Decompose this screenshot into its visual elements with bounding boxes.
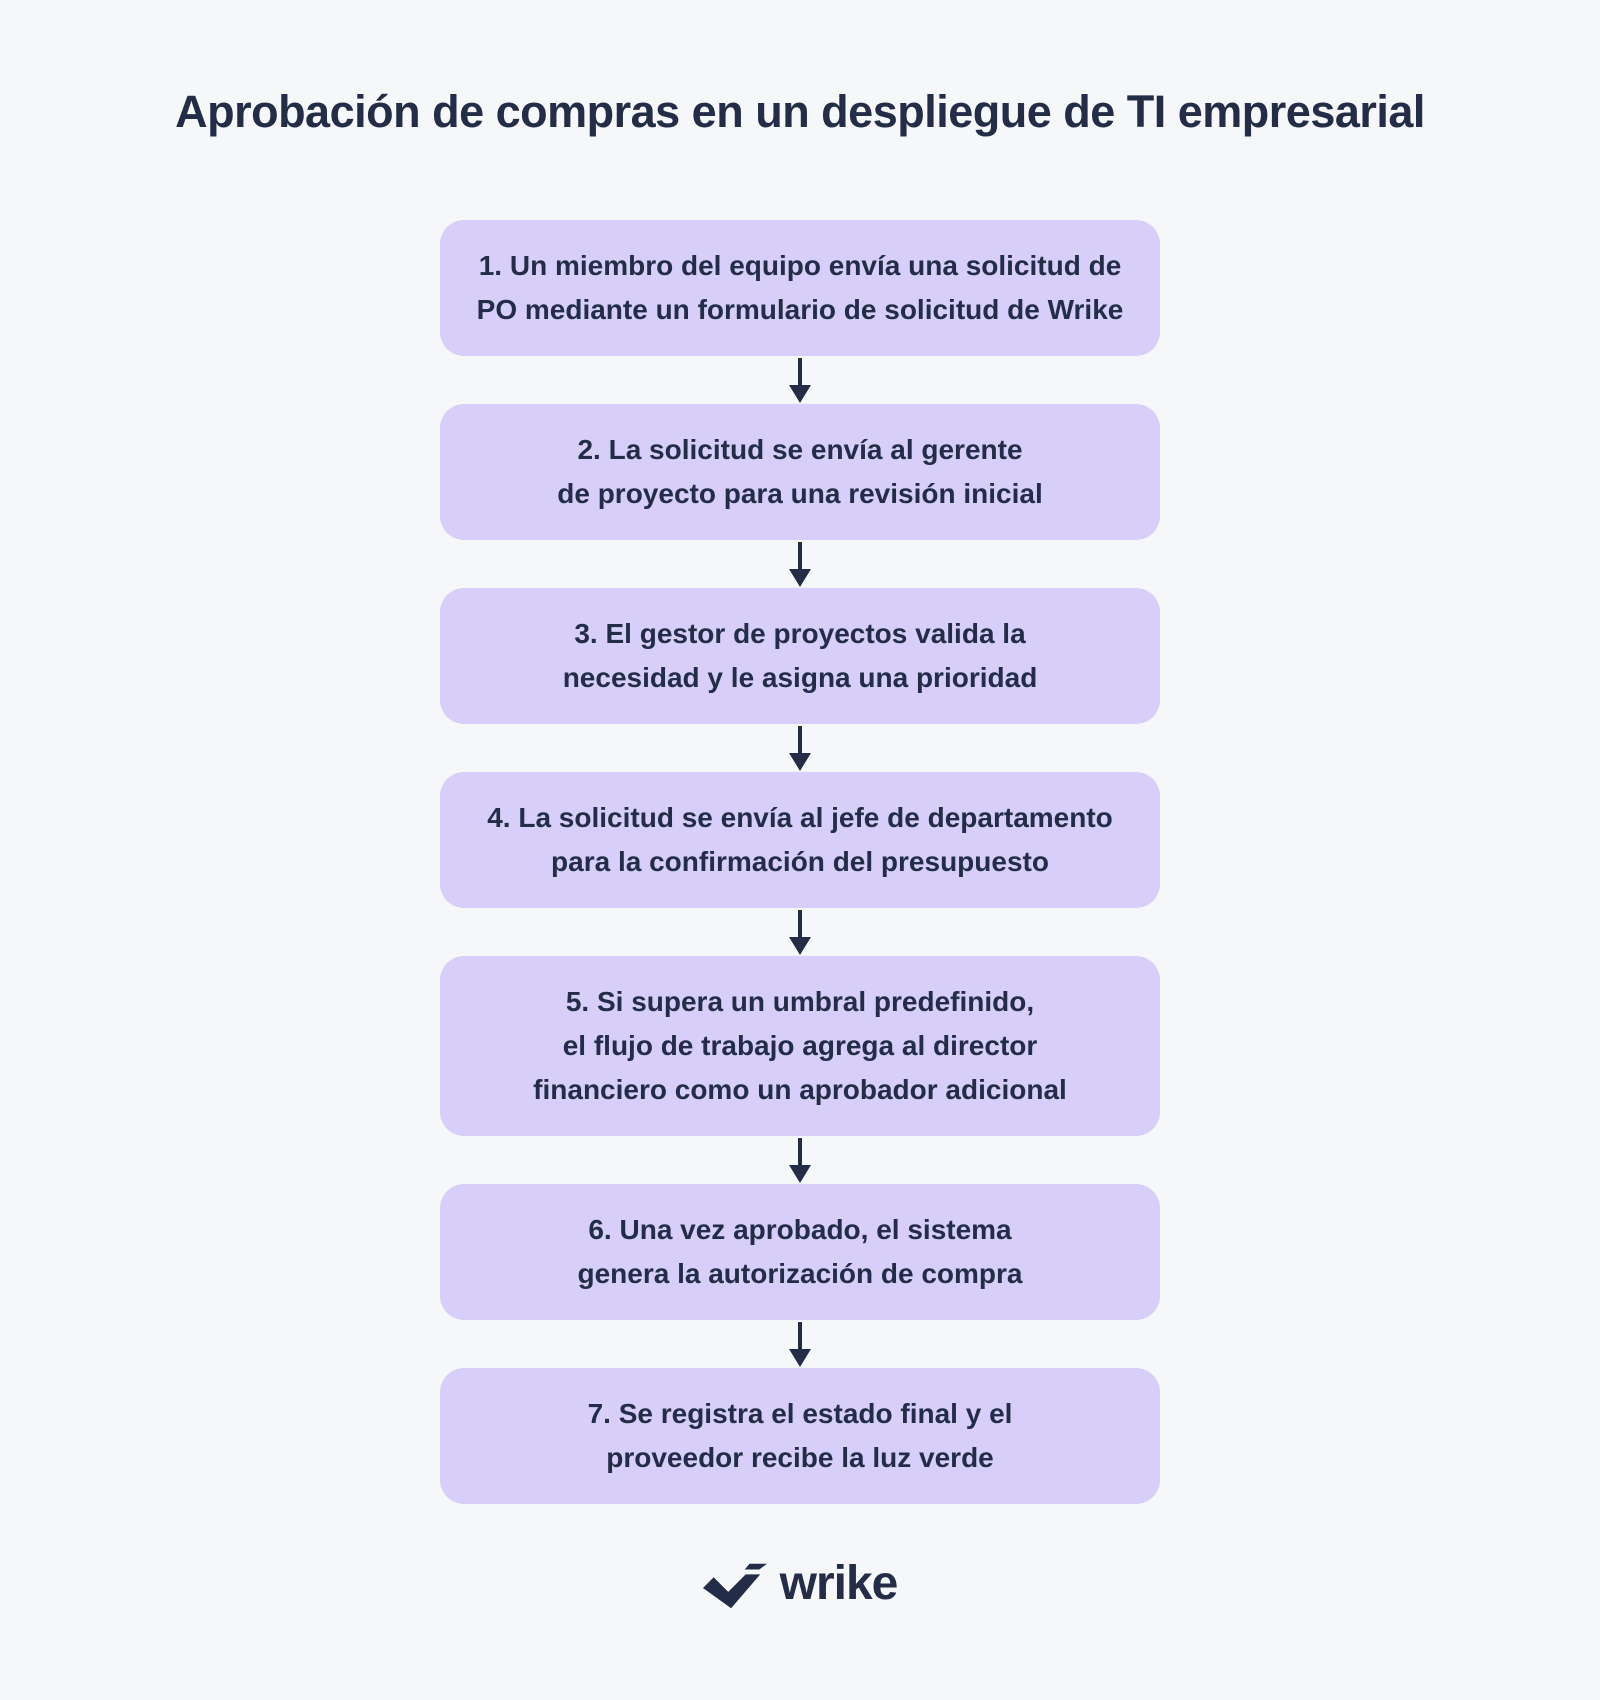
- arrow-head: [789, 1164, 811, 1183]
- arrow-down-icon: [440, 1136, 1160, 1184]
- arrow-head: [789, 936, 811, 955]
- step-1-line-1: 1. Un miembro del equipo envía una solic…: [478, 250, 1122, 281]
- flow-step-4: 4. La solicitud se envía al jefe de depa…: [440, 772, 1160, 908]
- step-7-line-2: proveedor recibe la luz verde: [606, 1442, 994, 1473]
- step-1-line-2: PO mediante un formulario de solicitud d…: [476, 294, 1124, 325]
- flow-step-2: 2. La solicitud se envía al gerente de p…: [440, 404, 1160, 540]
- arrow-down-icon: [440, 724, 1160, 772]
- step-5-line-2: el flujo de trabajo agrega al director: [562, 1030, 1038, 1061]
- step-6-line-1: 6. Una vez aprobado, el sistema: [588, 1214, 1012, 1245]
- arrow-shaft: [798, 1321, 802, 1349]
- arrow-down-icon: [440, 540, 1160, 588]
- step-6-line-2: genera la autorización de compra: [577, 1258, 1023, 1289]
- arrow-head: [789, 1348, 811, 1367]
- arrow-head: [789, 384, 811, 403]
- flow-step-1: 1. Un miembro del equipo envía una solic…: [440, 220, 1160, 356]
- step-2-line-1: 2. La solicitud se envía al gerente: [577, 434, 1023, 465]
- step-5-line-1: 5. Si supera un umbral predefinido,: [565, 986, 1035, 1017]
- arrow-head: [789, 568, 811, 587]
- step-5-line-3: financiero como un aprobador adicional: [533, 1074, 1067, 1105]
- arrow-down-icon: [440, 908, 1160, 956]
- arrow-shaft: [798, 725, 802, 753]
- wrike-logo: wrike: [0, 1557, 1600, 1610]
- arrow-shaft: [798, 1137, 802, 1165]
- flow-step-3: 3. El gestor de proyectos valida la nece…: [440, 588, 1160, 724]
- flow-step-7: 7. Se registra el estado final y el prov…: [440, 1368, 1160, 1504]
- step-2-line-2: de proyecto para una revisión inicial: [557, 478, 1043, 509]
- step-4-line-1: 4. La solicitud se envía al jefe de depa…: [487, 802, 1113, 833]
- arrow-head: [789, 752, 811, 771]
- step-4-line-2: para la confirmación del presupuesto: [551, 846, 1049, 877]
- arrow-down-icon: [440, 356, 1160, 404]
- arrow-shaft: [798, 909, 802, 937]
- arrow-shaft: [798, 357, 802, 385]
- wrike-logo-text: wrike: [779, 1557, 899, 1610]
- step-3-line-1: 3. El gestor de proyectos valida la: [574, 618, 1026, 649]
- flow-step-6: 6. Una vez aprobado, el sistema genera l…: [440, 1184, 1160, 1320]
- page-title: Aprobación de compras en un despliegue d…: [175, 86, 1425, 137]
- arrow-down-icon: [440, 1320, 1160, 1368]
- step-3-line-2: necesidad y le asigna una prioridad: [562, 662, 1038, 693]
- flowchart: 1. Un miembro del equipo envía una solic…: [440, 220, 1160, 1504]
- arrow-shaft: [798, 541, 802, 569]
- wrike-logo-icon: [702, 1563, 767, 1609]
- flow-step-5: 5. Si supera un umbral predefinido, el f…: [440, 956, 1160, 1136]
- step-7-line-1: 7. Se registra el estado final y el: [587, 1398, 1013, 1429]
